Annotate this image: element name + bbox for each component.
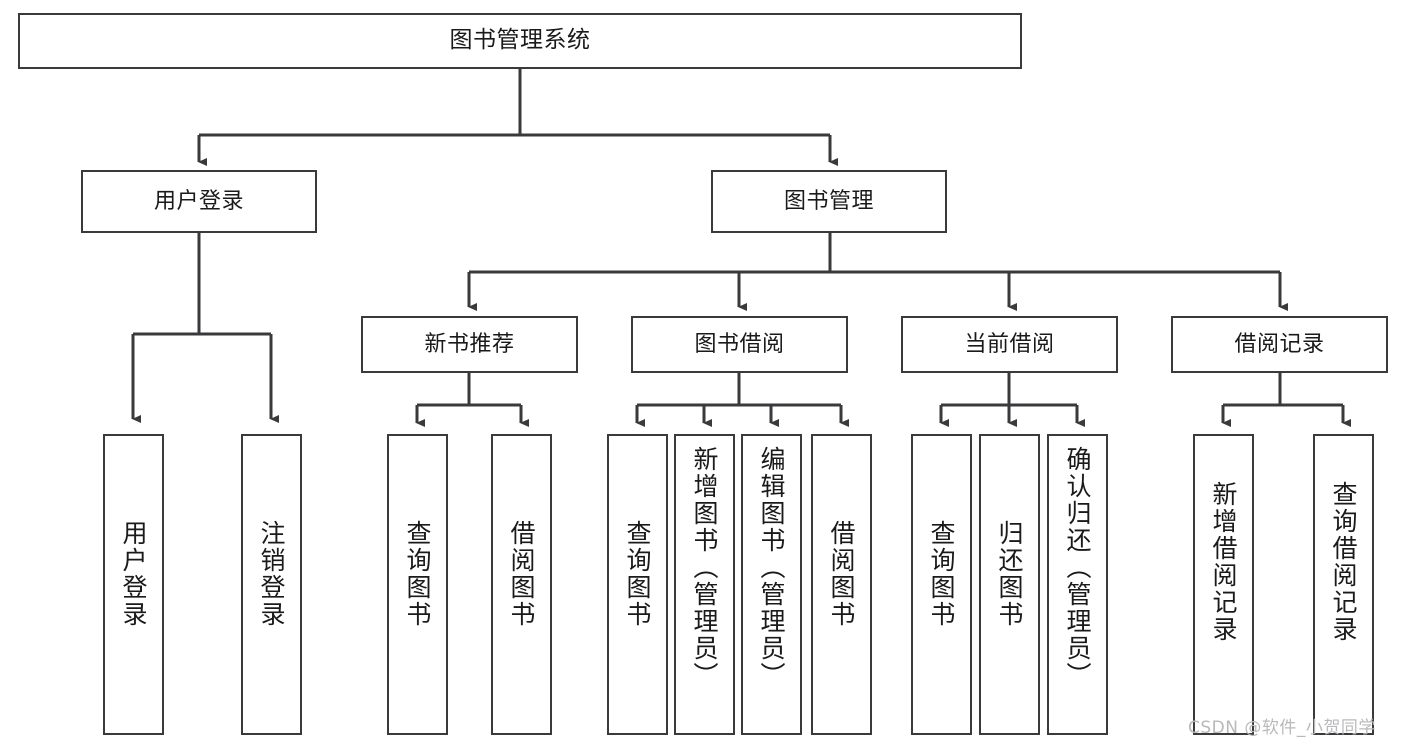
leaf-add-book[interactable]: 新增图书（管理员） xyxy=(674,434,735,735)
node-label: 图书管理系统 xyxy=(449,27,591,54)
node-book-management[interactable]: 图书管理 xyxy=(711,170,947,233)
leaf-borrow-book[interactable]: 借阅图书 xyxy=(811,434,872,735)
leaf-query-book-borrow[interactable]: 查询图书 xyxy=(607,434,668,735)
leaf-confirm-return[interactable]: 确认归还（管理员） xyxy=(1047,434,1108,735)
leaf-borrow-book-recommend[interactable]: 借阅图书 xyxy=(491,434,552,735)
leaf-query-book-recommend[interactable]: 查询图书 xyxy=(387,434,448,735)
node-label: 查询图书 xyxy=(403,520,432,628)
node-label: 归还图书 xyxy=(995,520,1024,628)
node-user-login[interactable]: 用户登录 xyxy=(81,170,317,233)
leaf-add-borrow-record[interactable]: 新增借阅记录 xyxy=(1193,434,1254,735)
node-label: 新增图书（管理员） xyxy=(690,446,719,689)
node-borrow-record[interactable]: 借阅记录 xyxy=(1171,316,1388,373)
node-new-book-recommend[interactable]: 新书推荐 xyxy=(361,316,578,373)
node-label: 借阅记录 xyxy=(1234,331,1325,357)
node-label: 新书推荐 xyxy=(424,331,515,357)
leaf-query-book-current[interactable]: 查询图书 xyxy=(911,434,972,735)
node-label: 图书管理 xyxy=(783,188,874,214)
node-label: 用户登录 xyxy=(119,520,148,628)
node-label: 借阅图书 xyxy=(827,520,856,628)
node-label: 图书借阅 xyxy=(694,331,785,357)
node-label: 确认归还（管理员） xyxy=(1063,446,1092,689)
csdn-watermark: CSDN @软件_小贺同学 xyxy=(1188,718,1376,738)
node-root-system[interactable]: 图书管理系统 xyxy=(18,13,1022,69)
node-book-borrow[interactable]: 图书借阅 xyxy=(631,316,848,373)
node-current-borrow[interactable]: 当前借阅 xyxy=(901,316,1118,373)
node-label: 查询借阅记录 xyxy=(1329,481,1358,643)
node-label: 当前借阅 xyxy=(964,331,1055,357)
leaf-user-login[interactable]: 用户登录 xyxy=(103,434,164,735)
leaf-logout[interactable]: 注销登录 xyxy=(241,434,302,735)
node-label: 新增借阅记录 xyxy=(1209,481,1238,643)
leaf-query-borrow-record[interactable]: 查询借阅记录 xyxy=(1313,434,1374,735)
node-label: 用户登录 xyxy=(153,188,244,214)
node-label: 查询图书 xyxy=(927,520,956,628)
leaf-return-book[interactable]: 归还图书 xyxy=(979,434,1040,735)
node-label: 编辑图书（管理员） xyxy=(757,446,786,689)
leaf-edit-book[interactable]: 编辑图书（管理员） xyxy=(741,434,802,735)
node-label: 借阅图书 xyxy=(507,520,536,628)
node-label: 查询图书 xyxy=(623,520,652,628)
node-label: 注销登录 xyxy=(257,520,286,628)
